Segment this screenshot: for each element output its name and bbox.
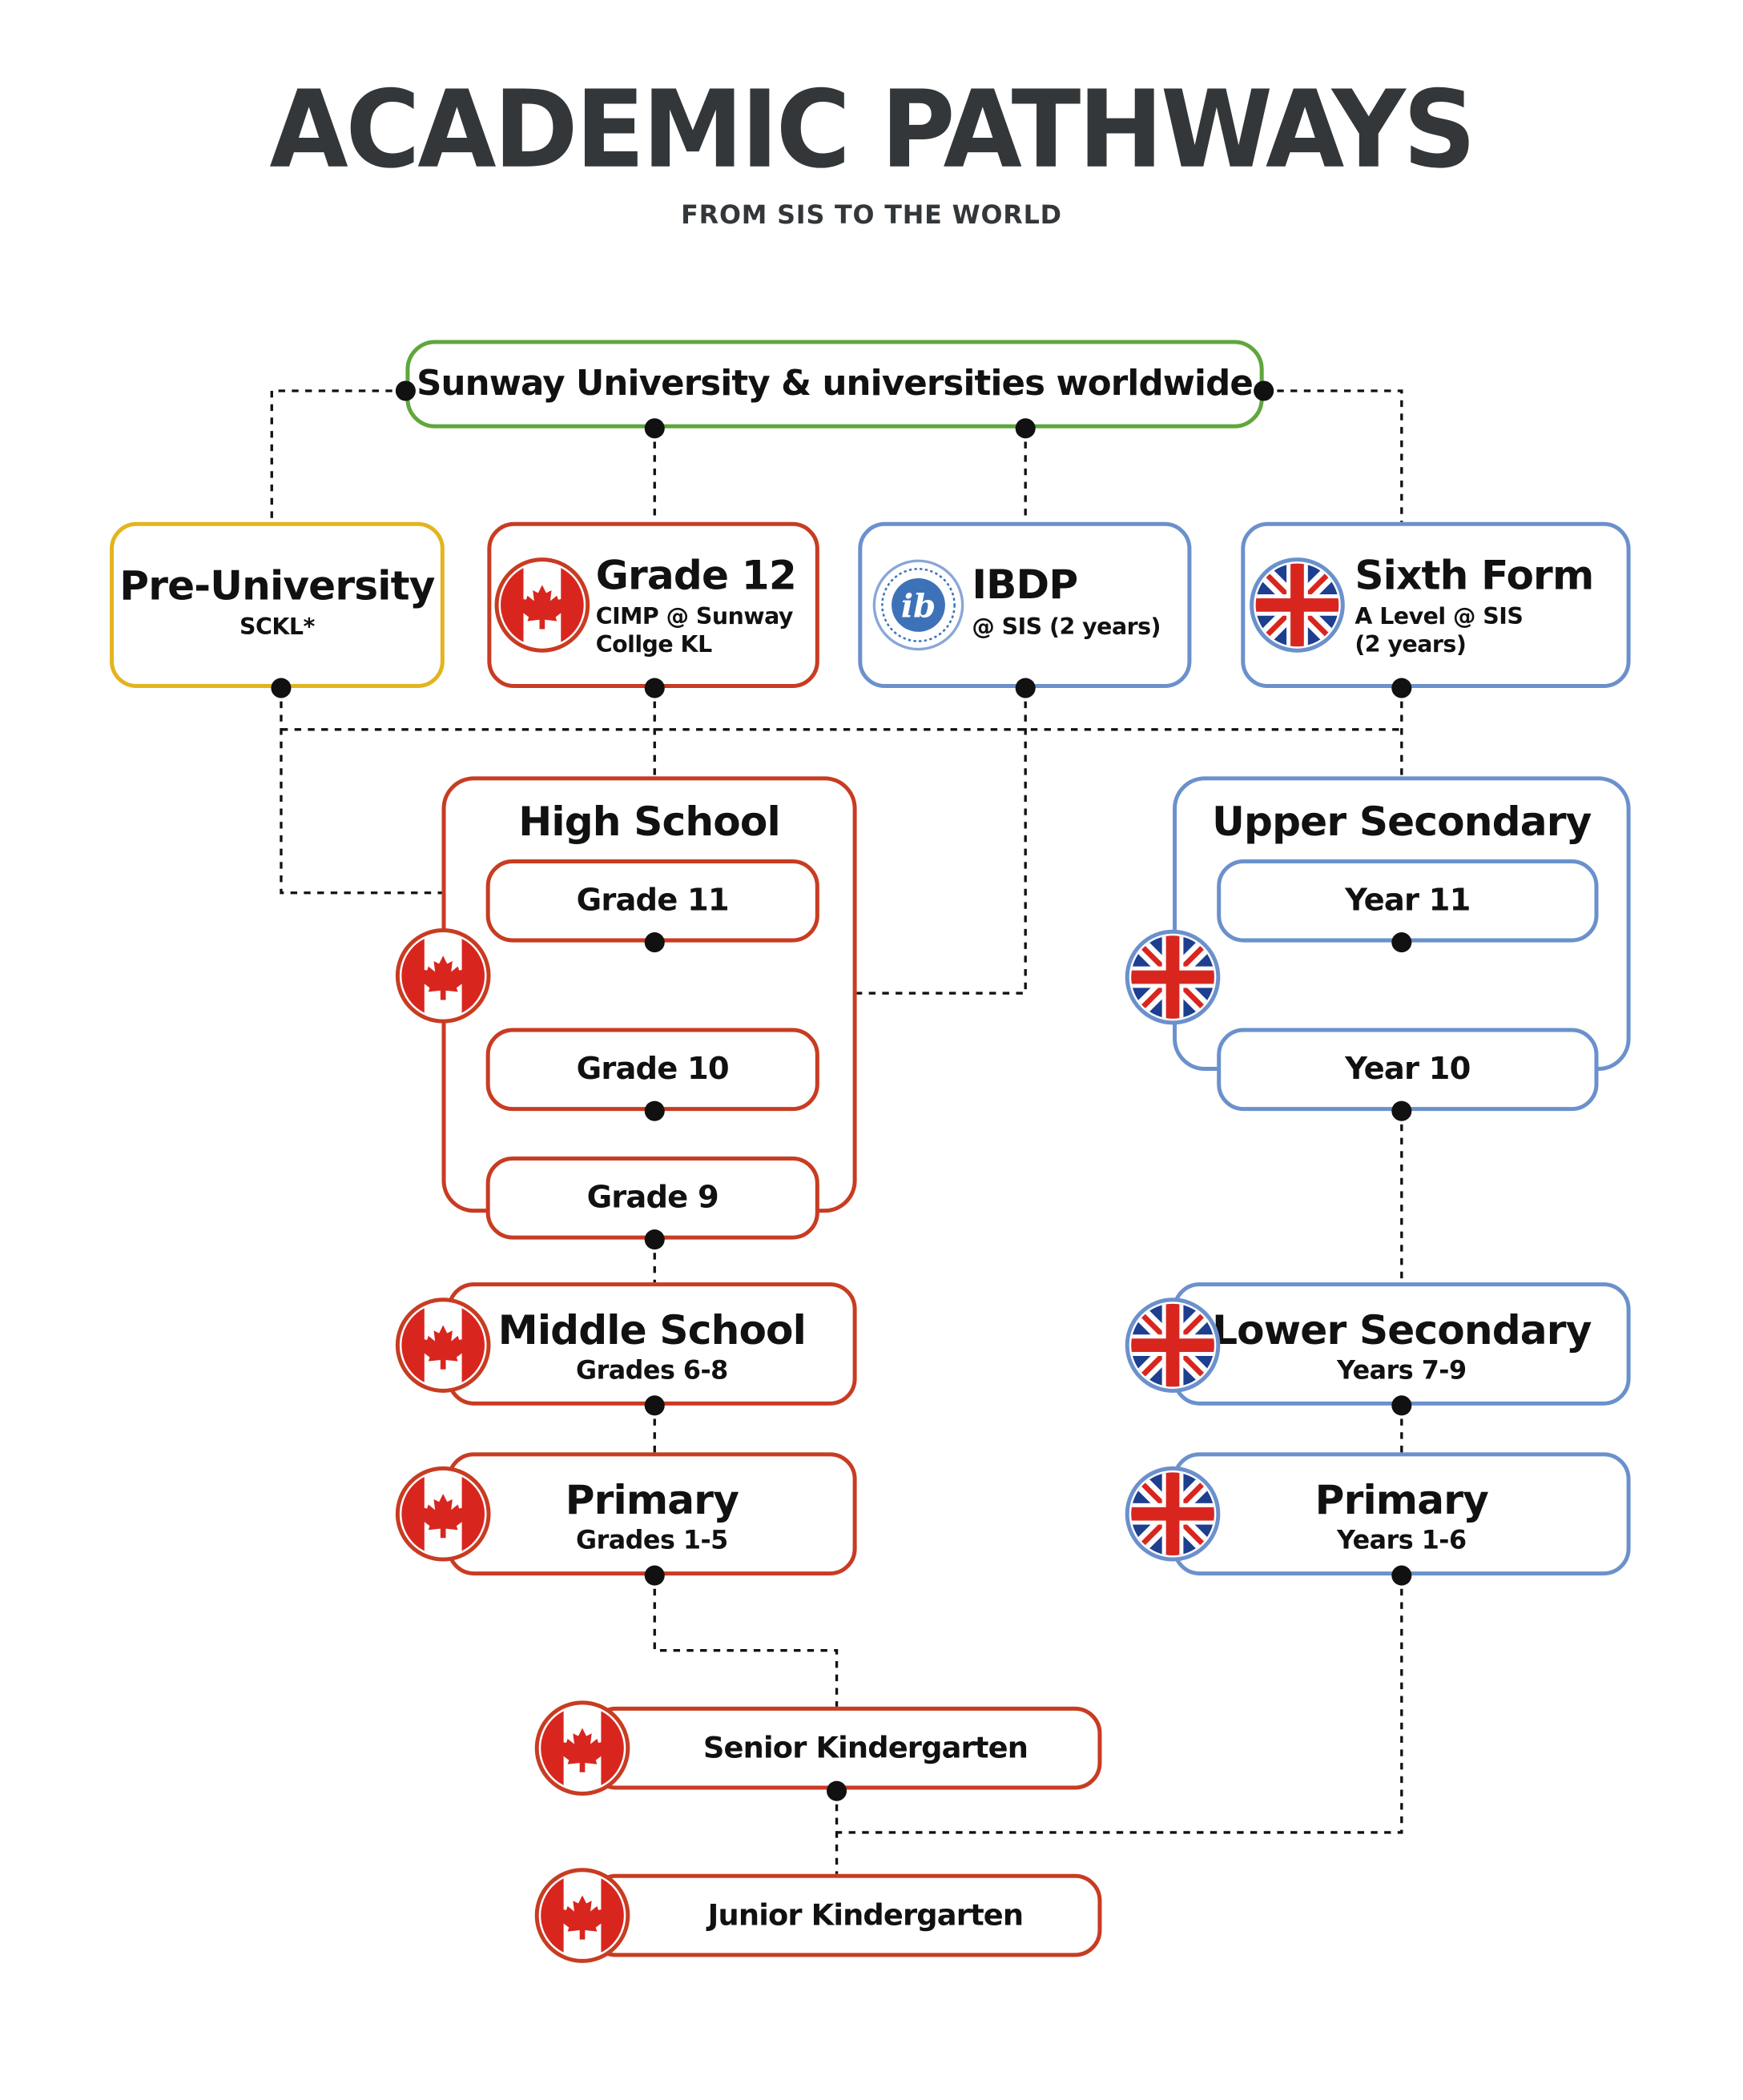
sixth-form-line2: (2 years) bbox=[1355, 631, 1467, 659]
year-10-label: Year 10 bbox=[1345, 1052, 1471, 1088]
ibdp-subtitle: @ SIS (2 years) bbox=[972, 614, 1161, 642]
pre-university-title: Pre-University bbox=[119, 563, 435, 611]
canada-flag-icon bbox=[537, 1703, 628, 1794]
university-box: Sunway University & universities worldwi… bbox=[405, 340, 1264, 428]
pre-university-box: Pre-University SCKL* bbox=[110, 521, 445, 689]
canada-flag-icon bbox=[397, 1300, 489, 1391]
high-school-box: High School bbox=[441, 776, 857, 1213]
junior-kindergarten-box: Junior Kindergarten bbox=[589, 1873, 1102, 1957]
senior-kindergarten-label: Senior Kindergarten bbox=[702, 1732, 1028, 1766]
pre-university-subtitle: SCKL* bbox=[240, 614, 315, 642]
svg-text:ib: ib bbox=[901, 587, 936, 625]
grade-10-label: Grade 10 bbox=[576, 1052, 730, 1088]
grade-12-line2: Collge KL bbox=[595, 631, 712, 659]
primary-years-title: Primary bbox=[1314, 1478, 1489, 1525]
grade-12-title: Grade 12 bbox=[595, 553, 797, 600]
uk-flag-icon bbox=[1127, 1300, 1218, 1391]
grade-12-line1: CIMP @ Sunway bbox=[595, 603, 794, 631]
middle-school-subtitle: Grades 6-8 bbox=[576, 1355, 728, 1386]
canada-flag-icon bbox=[497, 560, 588, 651]
page-subtitle: FROM SIS TO THE WORLD bbox=[681, 200, 1062, 231]
sixth-form-title: Sixth Form bbox=[1355, 553, 1594, 600]
sixth-form-line1: A Level @ SIS bbox=[1355, 603, 1524, 631]
uk-flag-icon bbox=[1127, 1468, 1218, 1559]
canada-flag-icon bbox=[537, 1870, 628, 1961]
high-school-title: High School bbox=[518, 799, 780, 847]
year-10-box: Year 10 bbox=[1217, 1028, 1599, 1112]
page-title: ACADEMIC PATHWAYS bbox=[269, 66, 1475, 192]
middle-school-box: Middle School Grades 6-8 bbox=[447, 1282, 857, 1406]
grade-9-label: Grade 9 bbox=[586, 1181, 719, 1216]
ibdp-title: IBDP bbox=[972, 561, 1078, 609]
middle-school-title: Middle School bbox=[497, 1307, 807, 1355]
uk-flag-icon bbox=[1252, 560, 1343, 651]
primary-years-subtitle: Years 1-6 bbox=[1337, 1526, 1467, 1556]
year-11-label: Year 11 bbox=[1345, 883, 1471, 919]
grade-11-label: Grade 11 bbox=[576, 883, 730, 919]
primary-grades-subtitle: Grades 1-5 bbox=[576, 1526, 728, 1556]
uk-flag-icon bbox=[1127, 931, 1218, 1023]
university-label: Sunway University & universities worldwi… bbox=[417, 364, 1254, 404]
junior-kindergarten-label: Junior Kindergarten bbox=[707, 1899, 1024, 1933]
ib-logo-icon: ib bbox=[872, 559, 964, 651]
canada-flag-icon bbox=[397, 931, 489, 1022]
canada-flag-icon bbox=[397, 1468, 489, 1559]
lower-secondary-subtitle: Years 7-9 bbox=[1337, 1355, 1467, 1386]
upper-secondary-title: Upper Secondary bbox=[1212, 799, 1592, 847]
lower-secondary-title: Lower Secondary bbox=[1212, 1307, 1592, 1355]
primary-grades-title: Primary bbox=[565, 1478, 739, 1525]
